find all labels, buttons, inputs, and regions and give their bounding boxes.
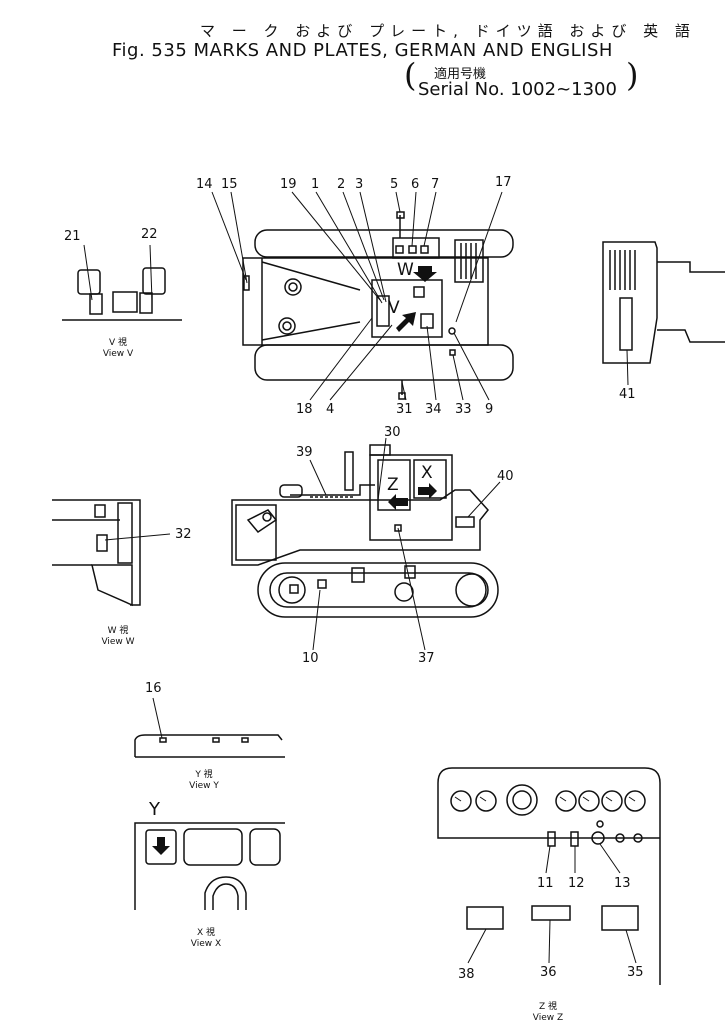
top-track-upper (254, 229, 514, 258)
view-v-seats (62, 244, 182, 321)
top-view-leaders (211, 191, 503, 401)
gauge-6 (624, 790, 646, 812)
switch-11 (547, 831, 556, 847)
callout-37: 37 (418, 651, 435, 666)
callout-21: 21 (64, 229, 81, 244)
callout-numbers: 14 15 19 1 2 3 5 6 7 17 21 22 18 4 31 34… (64, 175, 644, 982)
view-z-dashboard (437, 767, 661, 985)
serial-range: Serial No. 1002~1300 (418, 79, 617, 100)
callout-2: 2 (337, 177, 345, 192)
callout-22: 22 (141, 227, 158, 242)
gauge-5 (601, 790, 623, 812)
top-view-machine (242, 211, 514, 400)
view-x-arrow (418, 483, 437, 499)
gauge-main (506, 784, 538, 816)
callout-15: 15 (221, 177, 238, 192)
callout-1: 1 (311, 177, 319, 192)
plate-35 (601, 905, 639, 931)
callout-35: 35 (627, 965, 644, 980)
callout-5: 5 (390, 177, 398, 192)
top-track-lower (254, 344, 514, 381)
letter-v: V (388, 298, 400, 318)
gauge-1 (450, 790, 472, 812)
caption-view-z: Z 視 View Z (532, 1002, 564, 1023)
serial-bracket-close: ) (626, 56, 639, 94)
figure-title: Fig. 535 MARKS AND PLATES, GERMAN AND EN… (112, 40, 613, 61)
callout-19: 19 (280, 177, 297, 192)
callout-38: 38 (458, 967, 475, 982)
top-cab-area (371, 279, 443, 338)
callout-16: 16 (145, 681, 162, 696)
plate-36 (531, 905, 571, 921)
letter-w: W (397, 260, 414, 280)
gauge-4 (578, 790, 600, 812)
plate-38 (466, 906, 504, 930)
callout-4: 4 (326, 402, 334, 417)
callout-14: 14 (196, 177, 213, 192)
callout-40: 40 (497, 469, 514, 484)
view-letters: W V Z X Y (148, 260, 433, 820)
callout-12: 12 (568, 876, 585, 891)
callout-13: 13 (614, 876, 631, 891)
letter-x: X (421, 463, 433, 483)
letter-z: Z (387, 475, 399, 495)
view-w-arrow (413, 266, 437, 282)
letter-y: Y (148, 799, 161, 820)
serial-bracket-open: ( (404, 56, 417, 94)
callout-32: 32 (175, 527, 192, 542)
callout-9: 9 (485, 402, 493, 417)
side-view-machine (231, 437, 501, 651)
callout-6: 6 (411, 177, 419, 192)
callout-36: 36 (540, 965, 557, 980)
side-cab (369, 454, 453, 541)
caption-view-y: Y 視 View Y (189, 770, 219, 791)
japanese-title: マ ー ク および プレート, ドイツ語 および 英 語 (200, 22, 696, 40)
view-v-arrow (396, 312, 416, 332)
side-panel-41 (602, 241, 725, 386)
callout-7: 7 (431, 177, 439, 192)
view-y-detail (134, 697, 285, 758)
gauge-2 (475, 790, 497, 812)
caption-view-x: X 視 View X (190, 928, 222, 949)
caption-view-w: W 視 View W (101, 626, 135, 647)
callout-18: 18 (296, 402, 313, 417)
view-x-detail (134, 822, 285, 910)
caption-view-v: V 視 View V (102, 338, 134, 359)
gauge-3 (555, 790, 577, 812)
callout-33: 33 (455, 402, 472, 417)
callout-10: 10 (302, 651, 319, 666)
japanese-serial-label: 適用号機 (434, 67, 487, 82)
callout-30: 30 (384, 425, 401, 440)
view-w-detail (52, 499, 171, 607)
callout-17: 17 (495, 175, 512, 190)
callout-39: 39 (296, 445, 313, 460)
switch-12 (570, 831, 579, 847)
view-z-arrow (388, 494, 408, 510)
callout-41: 41 (619, 387, 636, 402)
callout-11: 11 (537, 876, 554, 891)
callout-31: 31 (396, 402, 413, 417)
side-track (257, 562, 499, 618)
top-body (242, 257, 489, 346)
knob-13 (591, 831, 605, 845)
view-y-arrow (152, 837, 170, 855)
callout-34: 34 (425, 402, 442, 417)
callout-3: 3 (355, 177, 363, 192)
